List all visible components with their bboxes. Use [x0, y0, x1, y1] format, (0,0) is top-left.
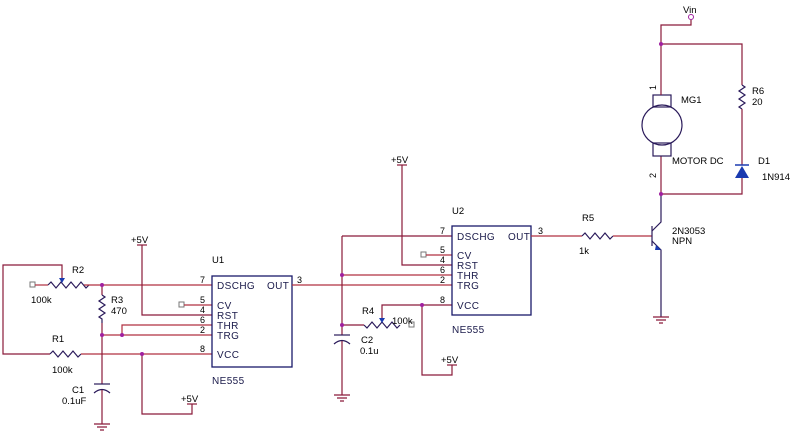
mg1-pin2: 2	[648, 173, 658, 178]
r5-ref: R5	[582, 213, 594, 224]
u1-pin-name: THR	[217, 321, 239, 332]
mg1-value: MOTOR DC	[672, 156, 724, 167]
u2-pin-name: CV	[457, 251, 472, 262]
r5-resistor	[581, 232, 614, 240]
junction-dot	[340, 273, 344, 277]
u2-pin-name: TRG	[457, 281, 479, 292]
u1-pin-num: 4	[200, 305, 205, 315]
u1-network	[2, 244, 212, 431]
junction-dot	[659, 192, 663, 196]
r4-value: 100k	[392, 316, 413, 327]
mg1-ref: MG1	[681, 95, 702, 106]
u1-pin-num: 6	[200, 315, 205, 325]
r2-wiper-arrow	[59, 278, 65, 283]
u1-pin-name: CV	[217, 301, 232, 312]
u1-pin-name: VCC	[217, 350, 239, 361]
u2-pin-num: 6	[440, 265, 445, 275]
u2-pin-name: VCC	[457, 301, 479, 312]
u2-ref: U2	[452, 206, 464, 217]
d1-diode-icon	[735, 164, 749, 178]
u1-pin-num: 3	[297, 275, 302, 285]
u1-chip	[211, 275, 293, 368]
vin-terminal	[688, 14, 694, 20]
r3-value: 470	[111, 306, 127, 317]
u1-pin-name: TRG	[217, 331, 239, 342]
d1-ref: D1	[758, 156, 770, 167]
mg1-pin1: 1	[648, 85, 658, 90]
r5-value: 1k	[579, 246, 589, 257]
u2-part: NE555	[452, 325, 485, 336]
u2-pin-num: 4	[440, 255, 445, 265]
u2-pin-num: 8	[440, 295, 445, 305]
u1-pin-num: 2	[200, 325, 205, 335]
junction-dot	[100, 283, 104, 287]
u1-pin-name: RST	[217, 311, 238, 322]
junction-dot	[100, 333, 104, 337]
u1-pin-num: 8	[200, 344, 205, 354]
junction-dot	[120, 333, 124, 337]
d1-value: 1N914	[762, 172, 790, 183]
ground-icon	[94, 423, 110, 431]
u1-pin-name: OUT	[267, 281, 289, 292]
r2-ref: R2	[72, 265, 84, 276]
r2-resistor	[47, 281, 90, 289]
q1-type: NPN	[672, 236, 692, 247]
r6-ref: R6	[752, 86, 764, 97]
u2-pin-num: 7	[440, 226, 445, 236]
junction-dot	[659, 42, 663, 46]
vin-label: Vin	[683, 5, 697, 16]
u2-pin-num: 3	[538, 226, 543, 236]
q1-part: 2N3053	[672, 226, 705, 237]
vcc-label: +5V	[181, 394, 199, 405]
u1-pin-num: 7	[200, 275, 205, 285]
u1-part: NE555	[212, 376, 245, 387]
u2-cv-open-terminal	[420, 251, 427, 258]
junction-dot	[140, 352, 144, 356]
u1-pin-num: 5	[200, 295, 205, 305]
junction-dot	[340, 323, 344, 327]
r4-ref: R4	[362, 306, 374, 317]
u2-pin-name: DSCHG	[457, 232, 495, 243]
r1-value: 100k	[52, 365, 73, 376]
c2-plate-bottom	[333, 339, 351, 345]
ground-icon	[334, 394, 350, 402]
mg1-motor-icon	[641, 94, 683, 157]
c2-value: 0.1u	[360, 346, 379, 357]
u2-network	[333, 164, 457, 402]
ground-icon	[653, 316, 669, 324]
u1-ref: U1	[212, 255, 224, 266]
c1-ref: C1	[72, 385, 84, 396]
vcc-label: +5V	[131, 235, 149, 246]
r2-open-terminal	[29, 281, 36, 288]
u1-cv-open-terminal	[178, 301, 185, 308]
u2-pin-num: 2	[440, 275, 445, 285]
r1-ref: R1	[52, 334, 64, 345]
r6-value: 20	[752, 97, 763, 108]
c2-ref: C2	[361, 335, 373, 346]
u2-pin-name: OUT	[508, 232, 530, 243]
q1-transistor	[651, 194, 662, 317]
r6-resistor	[737, 84, 747, 110]
u2-pin-name: RST	[457, 261, 478, 272]
vcc-label: +5V	[391, 155, 409, 166]
r1-resistor	[49, 350, 82, 358]
driver-network	[531, 14, 749, 324]
c1-plate-bottom	[93, 388, 111, 394]
u2-chip	[451, 225, 532, 316]
r3-ref: R3	[111, 295, 123, 306]
junction-dot	[420, 303, 424, 307]
c1-value: 0.1uF	[62, 396, 86, 407]
u2-pin-num: 5	[440, 245, 445, 255]
u1-pin-name: DSCHG	[217, 281, 255, 292]
u2-pin-name: THR	[457, 271, 479, 282]
r3-resistor	[97, 294, 107, 323]
r4-open-terminal	[408, 321, 415, 328]
vcc-label: +5V	[441, 355, 459, 366]
r4-wiper-arrow	[379, 318, 385, 323]
r2-value: 100k	[31, 295, 52, 306]
